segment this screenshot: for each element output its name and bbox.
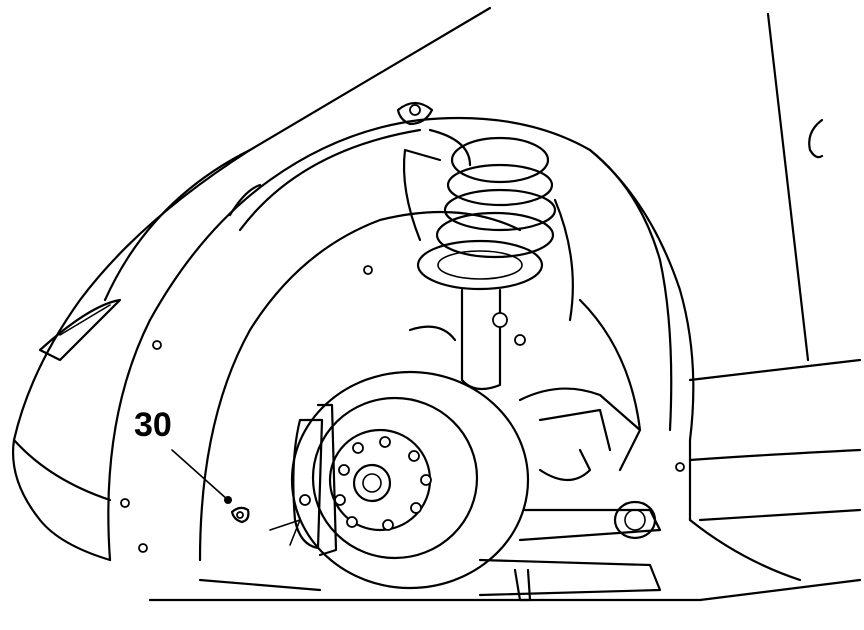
liner-fasteners <box>120 265 685 553</box>
coil-spring-strut <box>402 136 574 391</box>
wheel-arch-liner <box>107 101 695 562</box>
body-panel <box>688 12 862 522</box>
callout-label-30: 30 <box>134 406 172 444</box>
brake-disc <box>290 370 530 590</box>
fender-body <box>12 6 492 562</box>
suspension-arms <box>408 325 662 602</box>
lower-body <box>148 518 862 602</box>
brake-caliper <box>269 403 338 557</box>
callout-30-leader <box>171 449 250 524</box>
